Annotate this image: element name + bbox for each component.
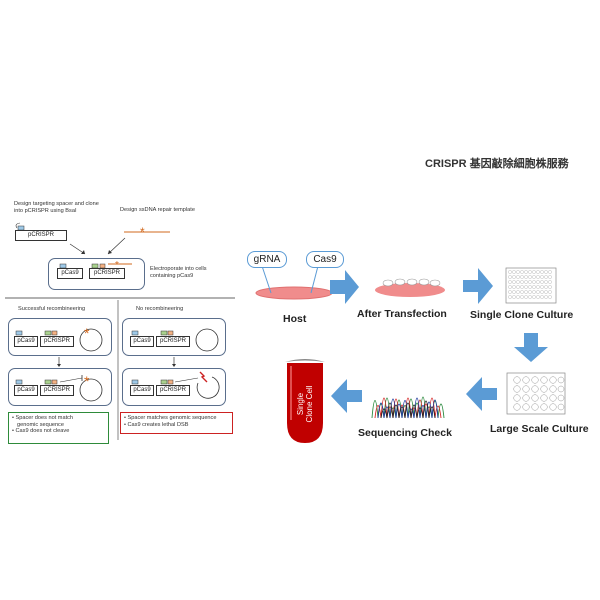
pcas9-box-s1: pCas9 xyxy=(14,336,38,347)
grna-label: gRNA xyxy=(247,251,287,268)
arrow-icon xyxy=(514,333,548,362)
star-icon: * xyxy=(84,373,90,389)
no-recomb-label: No recombineering xyxy=(136,306,184,312)
electroporate-line2: containing pCas9 xyxy=(150,272,194,279)
green-note-line1: • Spacer does not match xyxy=(12,415,74,421)
red-note-line2: • Cas9 creates lethal DSB xyxy=(124,421,189,428)
cas9-label: Cas9 xyxy=(306,251,344,268)
red-note-box: • Spacer matches genomic sequence • Cas9… xyxy=(120,412,233,434)
pcrispr-box-s1: pCRISPR xyxy=(40,336,74,347)
arrow-icon xyxy=(466,377,497,411)
arrow-icon xyxy=(331,379,362,413)
pcas9-box-mid: pCas9 xyxy=(57,268,83,279)
pcrispr-box-top: pCRISPR xyxy=(15,230,67,241)
page-title: CRISPR 基因敲除細胞株服務 xyxy=(425,158,569,170)
pcrispr-box-n2: pCRISPR xyxy=(156,385,190,396)
electroporate-line1: Electroporate into cells xyxy=(150,266,207,272)
host-dish xyxy=(255,286,333,300)
single-clone-label: Single Clone Culture xyxy=(470,309,574,321)
green-note-box: • Spacer does not match genomic sequence… xyxy=(8,412,109,444)
pcrispr-box-mid: pCRISPR xyxy=(89,268,125,279)
arrow-icon xyxy=(330,270,359,304)
host-label: Host xyxy=(283,313,307,325)
pcas9-box-n2: pCas9 xyxy=(130,385,154,396)
electroporate-text: Electroporate into cells containing pCas… xyxy=(150,266,207,279)
after-transfection-label: After Transfection xyxy=(357,308,447,320)
green-note-line2: • Cas9 does not cleave xyxy=(12,428,70,435)
design-spacer-text: Design targeting spacer and clone into p… xyxy=(14,201,99,214)
pcas9-box-n1: pCas9 xyxy=(130,336,154,347)
pcrispr-box-s2: pCRISPR xyxy=(40,385,74,396)
design-spacer-line2: into pCRISPR using BsaI xyxy=(14,207,77,214)
design-spacer-line1: Design targeting spacer and clone xyxy=(14,201,99,207)
well-plate-24 xyxy=(506,372,566,415)
transfection-dish xyxy=(375,283,445,297)
large-scale-label: Large Scale Culture xyxy=(490,423,589,435)
green-note-line1b: genomic sequence xyxy=(17,421,64,428)
pcrispr-box-n1: pCRISPR xyxy=(156,336,190,347)
sequencing-chromatogram xyxy=(371,396,445,419)
sequencing-label: Sequencing Check xyxy=(358,427,452,439)
star-icon: * xyxy=(84,325,90,341)
arrow-icon xyxy=(463,268,493,304)
red-note-line1: • Spacer matches genomic sequence xyxy=(124,415,217,421)
star-icon: * xyxy=(115,260,119,271)
star-icon: * xyxy=(140,225,145,239)
pcas9-box-s2: pCas9 xyxy=(14,385,38,396)
design-ssdna-text: Design ssDNA repair template xyxy=(120,207,195,213)
single-clone-tube xyxy=(287,363,323,443)
successful-label: Successful recombineering xyxy=(18,306,86,312)
tube-label: Single Clone Cell xyxy=(296,374,314,434)
tube-label-line1: Single xyxy=(296,392,305,416)
tube-label-line2: Clone Cell xyxy=(305,385,314,423)
